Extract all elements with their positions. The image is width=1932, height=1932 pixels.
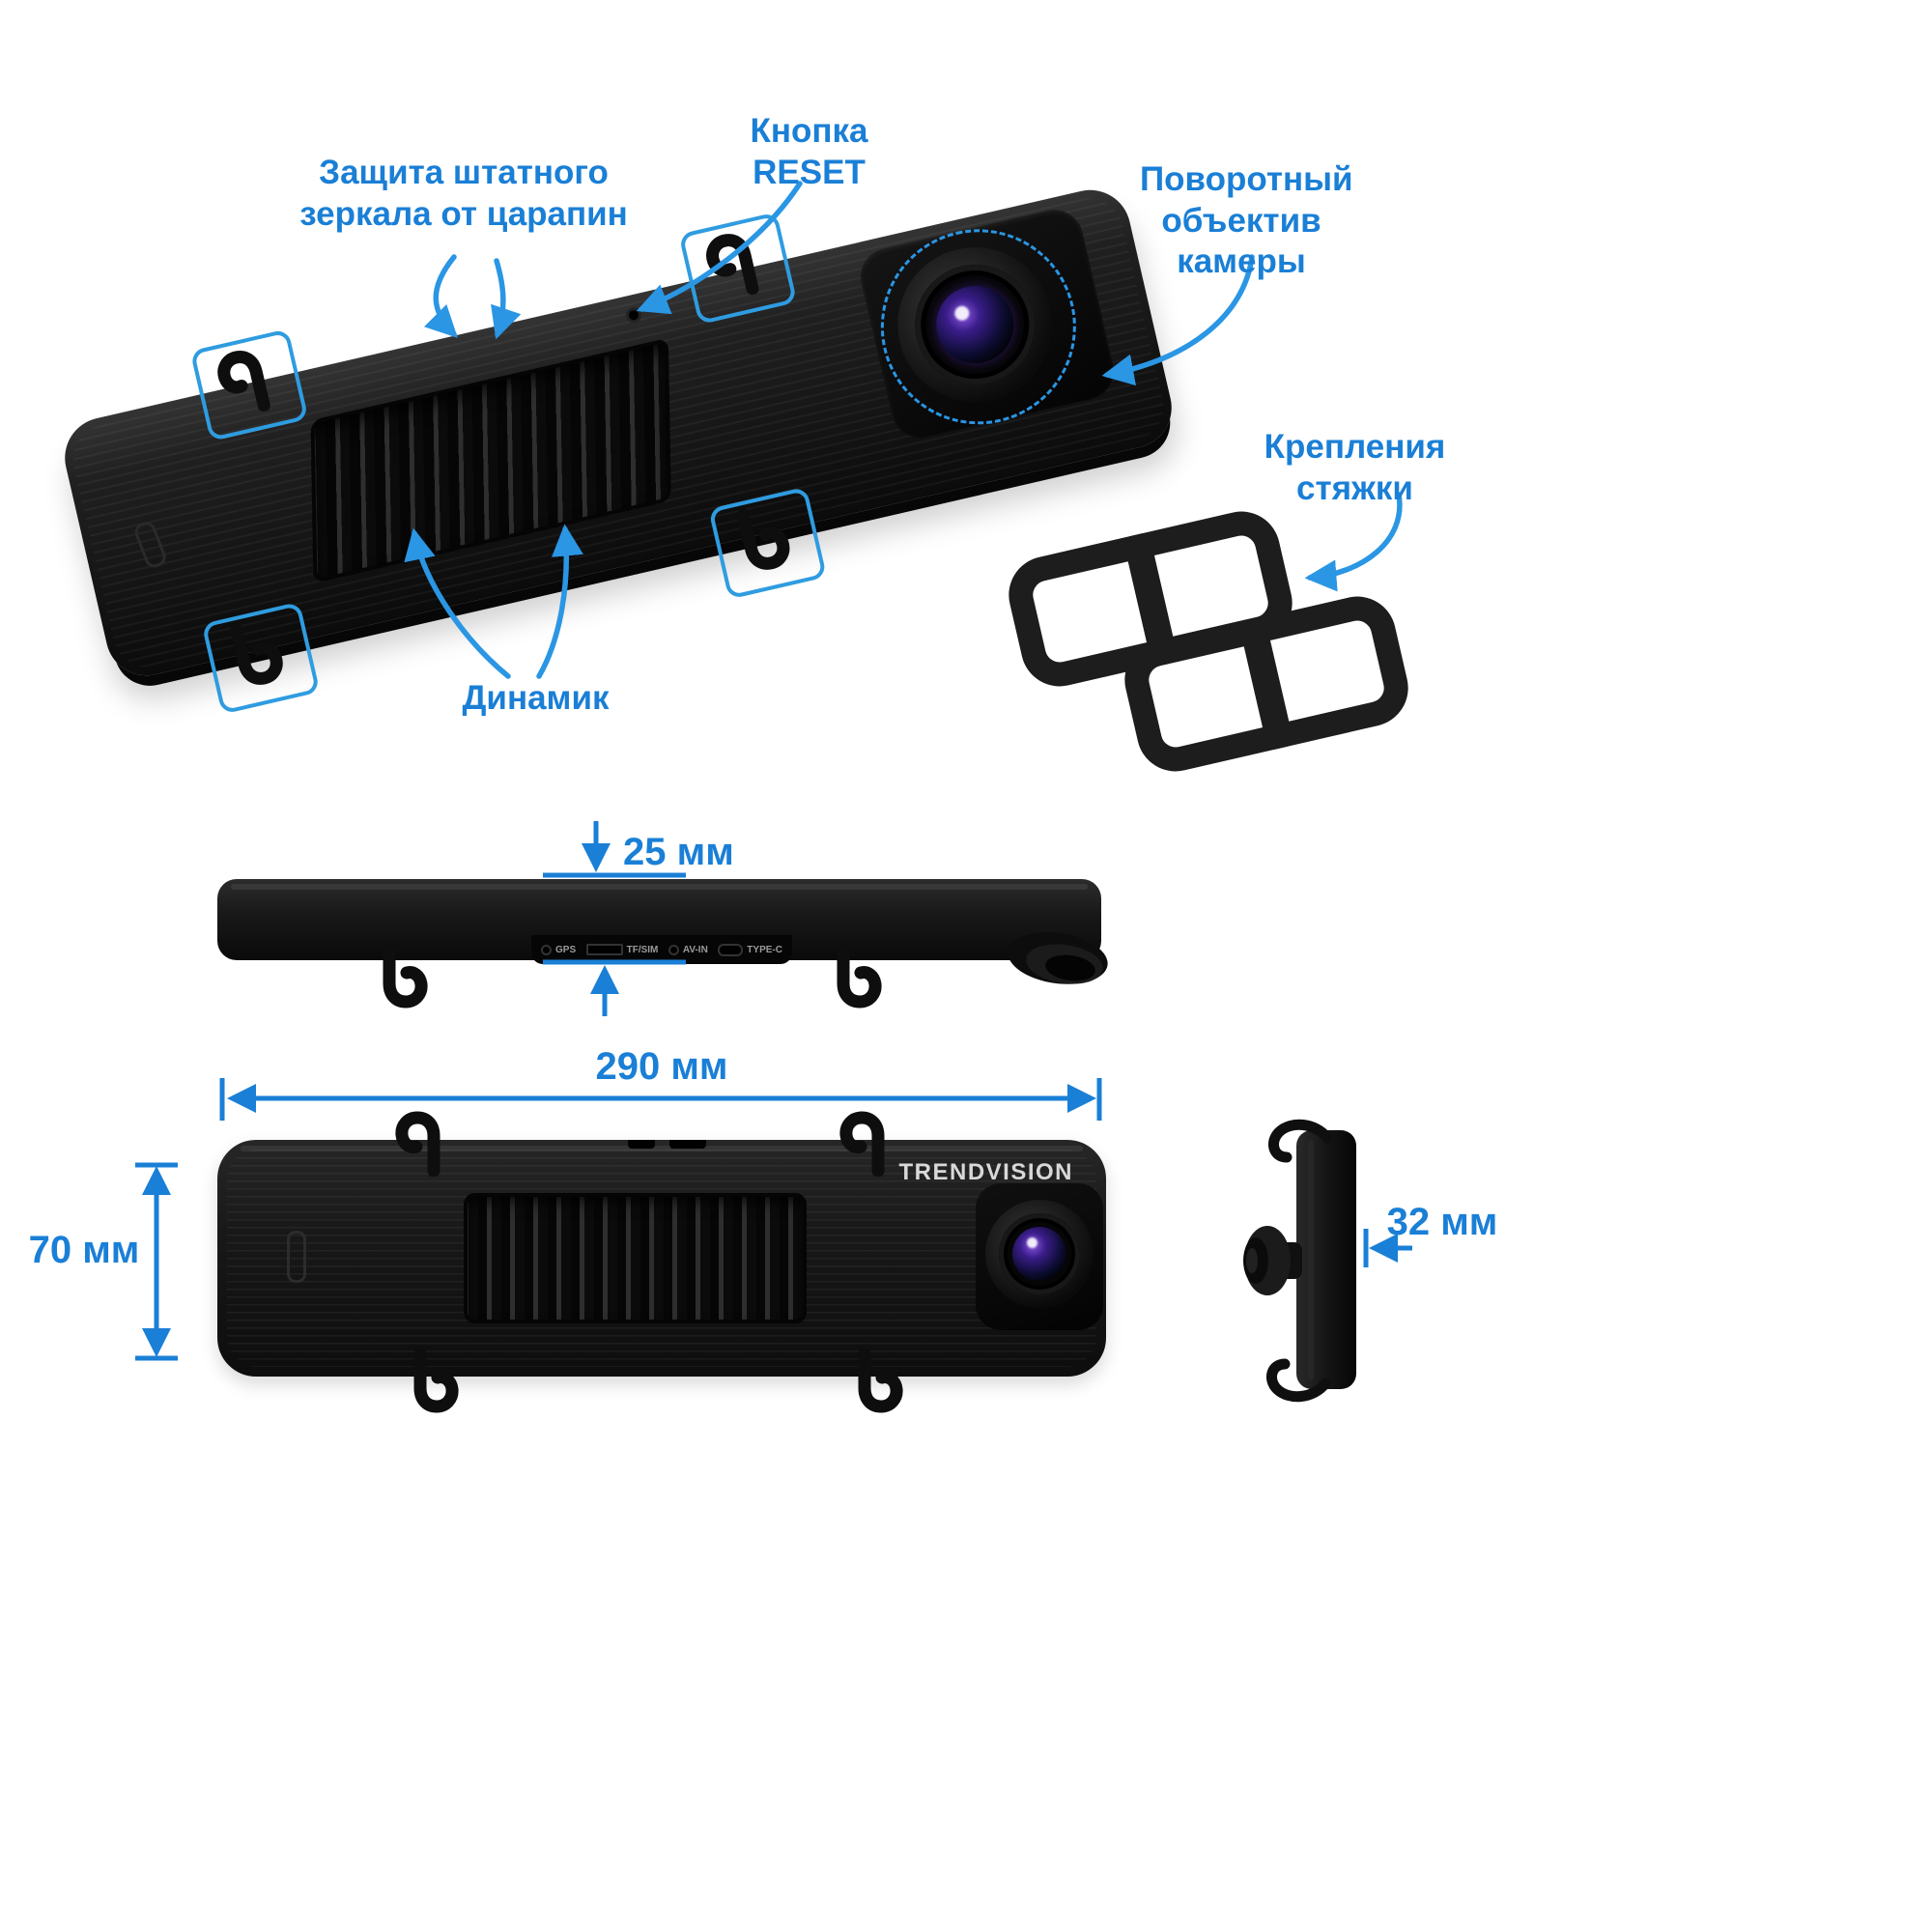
mirror-edge-mount-view	[1243, 1119, 1356, 1403]
card-slot: TF/SIM	[585, 944, 659, 955]
port-cutout	[669, 1140, 706, 1149]
front-lens-glass	[1012, 1227, 1066, 1281]
mirror-flat-view: TRENDVISION	[217, 1140, 1106, 1377]
front-lens-glint	[1027, 1237, 1037, 1248]
brand-logo: TRENDVISION	[898, 1159, 1073, 1185]
callout-speaker-label: Динамик	[462, 679, 610, 717]
gps-port-label: GPS	[555, 944, 577, 955]
dimension-depth-label: 32 мм	[1386, 1201, 1498, 1243]
dimension-height-label: 70 мм	[28, 1229, 140, 1271]
mirror-side-view: GPS TF/SIM AV-IN TYPE-C	[217, 879, 1108, 960]
callout-protection-label: Защита штатного зеркала от царапин	[299, 154, 628, 233]
bottom-hook-icon	[1265, 1358, 1331, 1403]
type-c-label: TYPE-C	[747, 944, 782, 955]
card-slot-icon	[585, 944, 623, 955]
top-hook-icon	[1267, 1119, 1333, 1163]
mount-clip-icon	[389, 1111, 451, 1177]
front-side-slot	[287, 1231, 306, 1283]
type-c-icon	[718, 943, 744, 956]
callout-straps-label: Крепления стяжки	[1264, 428, 1446, 507]
front-speaker-grille	[464, 1193, 807, 1323]
mount-clip-icon	[834, 1111, 895, 1177]
card-slot-label: TF/SIM	[626, 944, 659, 955]
dimension-thickness-label: 25 мм	[623, 831, 734, 873]
protection-arrow	[491, 258, 522, 340]
mount-clip-icon	[847, 1348, 909, 1413]
side-camera-barrel	[1008, 932, 1108, 984]
gps-port: GPS	[541, 944, 577, 955]
protection-arrow	[423, 254, 458, 338]
av-in-label: AV-IN	[682, 944, 708, 955]
type-c-port: TYPE-C	[718, 943, 782, 956]
av-in-port: AV-IN	[668, 944, 708, 955]
port-cutout	[628, 1140, 655, 1149]
callout-reset-label: Кнопка RESET	[750, 112, 868, 191]
port-strip: GPS TF/SIM AV-IN TYPE-C	[531, 935, 792, 964]
mount-clip-icon	[372, 943, 434, 1009]
mount-clip-icon	[826, 943, 888, 1009]
gps-jack-icon	[541, 944, 552, 955]
dimension-width-label: 290 мм	[595, 1045, 728, 1088]
mount-clip-icon	[403, 1348, 465, 1413]
mirror-edge-slab	[1296, 1130, 1356, 1389]
callout-lens-label: Поворотный объектив камеры	[1140, 160, 1353, 281]
av-jack-icon	[668, 944, 679, 955]
